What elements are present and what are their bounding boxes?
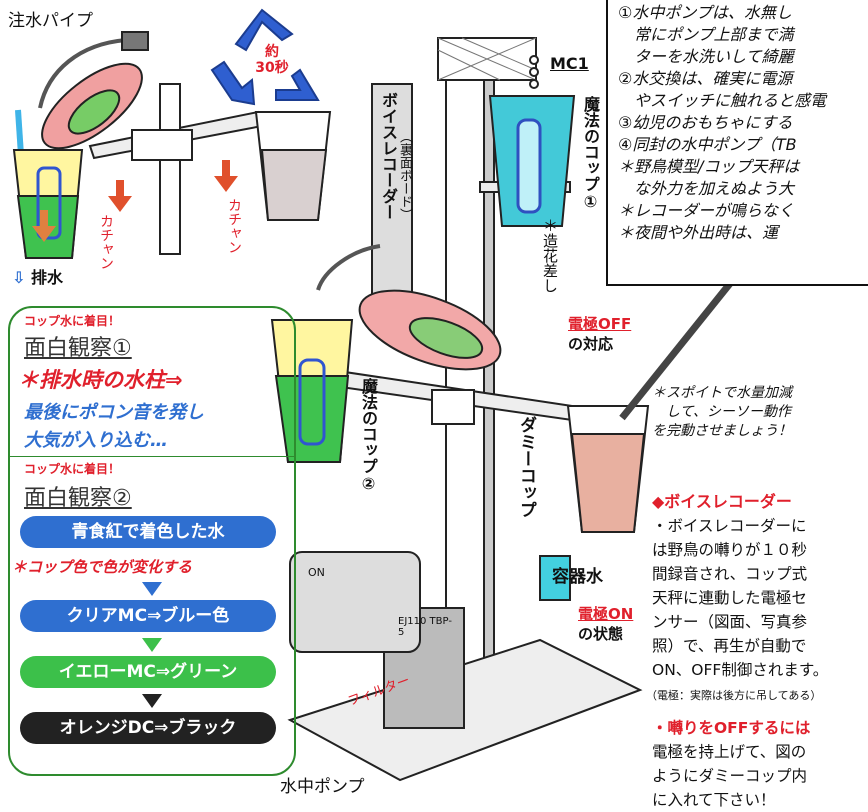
electrode-on-text: 電極ON <box>578 605 634 623</box>
note-line: ③幼児のおもちゃにする <box>618 113 793 132</box>
voice-recorder-box: ◆ボイスレコーダー ・ボイスレコーダーに は野鳥の囀りが１０秒 間録音され、コッ… <box>646 490 868 812</box>
note-line: ＊夜間や外出時は、運 <box>618 223 779 242</box>
drain-label: ⇩ 排水 <box>12 264 63 288</box>
voice-recorder-heading: ◆ボイスレコーダー <box>652 492 792 511</box>
observe-title-2: 面白観察② <box>24 486 132 511</box>
electrode-off-text: 電極OFF <box>568 315 632 333</box>
click-right-label: カチャン <box>226 198 242 254</box>
dummy-cup-label: ダミーコップ <box>516 416 536 518</box>
notes-box: ①水中ポンプは、水無し 常にポンプ上部まで満 ターを水洗いして綺麗 ②水交換は、… <box>606 0 868 286</box>
top-right-cup <box>254 111 332 221</box>
off-line: 電極を持上げて、図の <box>652 743 807 761</box>
observe-body-1b: 大気が入り込む… <box>24 430 168 451</box>
pump-label: 水中ポンプ <box>280 777 365 797</box>
voice-recorder-line: ON、OFF制御されます。 <box>652 661 829 679</box>
observe-tag-1: コップ水に着目！ <box>24 314 121 328</box>
cycle-label-2: 30秒 <box>255 60 289 76</box>
cycle-label: 約 30秒 <box>250 44 294 76</box>
top-seesaw <box>15 31 264 255</box>
flower-label: ＊造花差し <box>541 218 559 293</box>
voice-recorder-footnote: （電極：実際は後方に吊してある） <box>646 689 822 702</box>
electrode-on-label: 電極ON の状態 <box>578 604 633 644</box>
switch-on-label: ON <box>308 566 325 579</box>
pill-yellow-mc: イエローMC⇒グリーン <box>20 656 276 688</box>
observe-tag-2: コップ水に着目！ <box>24 462 121 476</box>
observe-sub-1: ＊排水時の水柱⇒ <box>18 368 183 392</box>
voice-recorder-line: ・ボイスレコーダーに <box>652 517 807 535</box>
board-label: ボイスレコーダー <box>379 92 398 220</box>
dropper-note-line: ＊スポイトで水量加減 <box>652 385 792 401</box>
note-line: ④同封の水中ポンプ（TB <box>618 135 797 154</box>
click-left-label: カチャン <box>98 214 114 270</box>
note-line: ①水中ポンプは、水無し <box>618 3 792 22</box>
electrode-off-suffix: の対応 <box>568 335 614 353</box>
cup-1 <box>488 55 576 227</box>
cup1-label: 魔法のコップ① <box>581 96 600 211</box>
arrow-down-icon <box>142 638 162 652</box>
electrode-on-suffix: の状態 <box>578 625 624 643</box>
mc1-label: MC1 <box>550 54 589 73</box>
pump-tag-label: EJ110 TBP-5 <box>398 616 452 638</box>
note-line: やスイッチに触れると感電 <box>618 91 827 110</box>
main-seesaw <box>270 244 745 533</box>
observe-body-1a: 最後にポコン音を発し <box>24 402 204 423</box>
cycle-label-1: 約 <box>265 44 279 60</box>
base <box>287 551 643 782</box>
off-heading: ・囀りをOFFするには <box>652 719 811 737</box>
pill-clear-mc: クリアMC⇒ブルー色 <box>20 600 276 632</box>
voice-recorder-line: 間録音され、コップ式 <box>652 565 808 583</box>
dropper-note: ＊スポイトで水量加減 して、シーソー動作 を完動させましょう！ <box>652 384 792 441</box>
board-sub-label: （裏面ボード） <box>397 130 412 221</box>
arrow-down-icon <box>142 694 162 708</box>
pill-orange-dc: オレンジDC⇒ブラック <box>20 712 276 744</box>
dropper-note-line: して、シーソー動作 <box>666 404 791 420</box>
cycle-arrows-icon <box>210 8 320 106</box>
electrode-off-label: 電極OFF の対応 <box>568 314 631 354</box>
dropper-note-line: を完動させましょう！ <box>652 423 792 439</box>
observation-panel: コップ水に着目！ 面白観察① ＊排水時の水柱⇒ 最後にポコン音を発し 大気が入り… <box>8 306 296 776</box>
top-bird <box>41 62 143 150</box>
note-line: 常にポンプ上部まで満 <box>618 25 794 44</box>
note-line: ＊野鳥模型/コップ天秤は <box>618 157 800 176</box>
pill-blue-dye: 青食紅で着色した水 <box>20 516 276 548</box>
voice-recorder-line: ンサー（図面、写真参 <box>652 613 808 631</box>
observe-sub-2: ＊コップ色で色が変化する <box>12 558 193 576</box>
panel-divider <box>10 456 294 457</box>
note-line: ターを水洗いして綺麗 <box>618 47 794 66</box>
drain-text: 排水 <box>30 268 63 287</box>
top-left-cup <box>12 149 84 259</box>
note-line: ＊レコーダーが鳴らなく <box>618 201 795 220</box>
off-line: に入れて下さい！ <box>652 791 776 809</box>
note-line: ②水交換は、確実に電源 <box>618 69 793 88</box>
voice-recorder-line: 照）で、再生が自動で <box>652 637 807 655</box>
voice-recorder-line: 天秤に連動した電極セ <box>652 589 808 607</box>
container-water-label: 容器水 <box>552 567 603 587</box>
drain-arrow-icon: ⇩ <box>12 268 26 287</box>
pipe-label: 注水パイプ <box>8 11 93 31</box>
cup2-label: 魔法のコップ② <box>359 378 378 493</box>
note-line: な外力を加えぬよう大 <box>618 179 795 198</box>
voice-recorder-line: は野鳥の囀りが１０秒 <box>652 541 808 559</box>
arrow-down-icon <box>142 582 162 596</box>
off-line: ようにダミーコップ内 <box>652 767 808 785</box>
observe-title-1: 面白観察① <box>24 336 132 361</box>
top-arrows <box>32 160 238 242</box>
